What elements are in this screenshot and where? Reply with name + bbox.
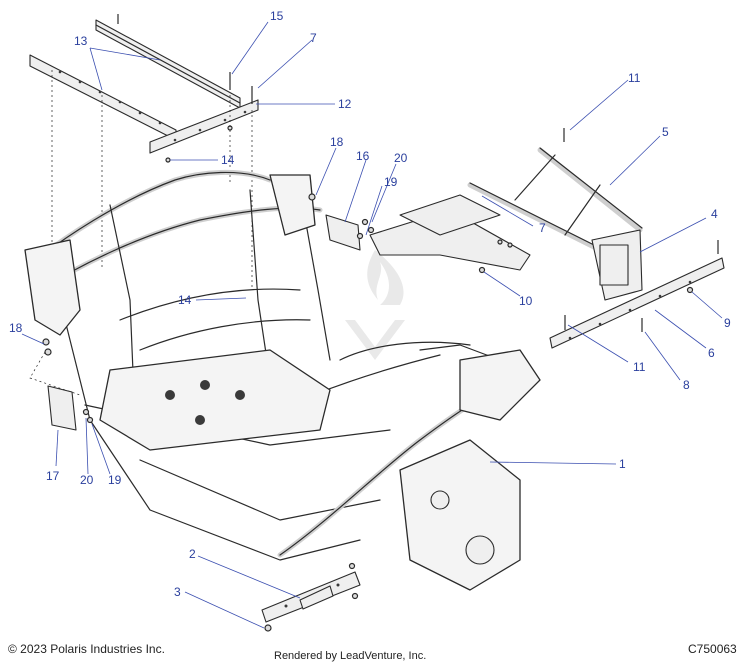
callout-1: 1: [619, 457, 626, 471]
side-bar-13-short: [29, 54, 177, 141]
hardware-18-19-20-left: [42, 338, 94, 424]
callout-8: 8: [683, 378, 690, 392]
callout-7: 7: [310, 31, 317, 45]
crossbar-12: [149, 99, 259, 154]
rail-assembly-10: [369, 194, 531, 274]
callout-4: 4: [711, 207, 718, 221]
callout-3: 3: [174, 585, 181, 599]
callout-9: 9: [724, 316, 731, 330]
bracket-4: [591, 229, 643, 301]
copyright-text: © 2023 Polaris Industries Inc.: [8, 642, 165, 656]
callout-7: 7: [539, 221, 546, 235]
callout-11: 11: [633, 360, 646, 374]
rendered-by-text: Rendered by LeadVenture, Inc.: [274, 650, 427, 662]
bolts-8-9-11: [563, 128, 719, 332]
callout-18: 18: [330, 135, 344, 149]
skid-plate-2: [261, 562, 361, 623]
leader-lines: [21, 21, 723, 629]
callout-17: 17: [46, 469, 60, 483]
bolts-15-7: [117, 14, 253, 163]
callout-6: 6: [708, 346, 715, 360]
callout-labels: 15 7 13 12 14 14 18 16 20 19 11 5 4 7 10…: [9, 9, 731, 599]
callout-5: 5: [662, 125, 669, 139]
callout-15: 15: [270, 9, 284, 23]
bracket-17: [47, 385, 77, 431]
callout-11: 11: [628, 71, 641, 85]
callout-20: 20: [394, 151, 408, 165]
main-frame-1: [24, 170, 541, 591]
callout-16: 16: [356, 149, 370, 163]
bolt-3: [264, 624, 272, 632]
callout-12: 12: [338, 97, 352, 111]
rail-6: [549, 257, 725, 349]
callout-13: 13: [74, 34, 88, 48]
watermark-logo: [345, 250, 405, 360]
callout-18: 18: [9, 321, 23, 335]
hardware-18-19-20-right: [308, 193, 375, 240]
callout-10: 10: [519, 294, 533, 308]
callout-14: 14: [221, 153, 235, 167]
crossmember-5: [467, 147, 643, 253]
callout-14: 14: [178, 293, 192, 307]
callout-19: 19: [384, 175, 398, 189]
diagram-code: C750063: [688, 642, 737, 656]
callout-19: 19: [108, 473, 122, 487]
bracket-16: [325, 214, 361, 251]
upper-crossbar-13-long: [95, 19, 241, 109]
callout-20: 20: [80, 473, 94, 487]
callout-2: 2: [189, 547, 196, 561]
